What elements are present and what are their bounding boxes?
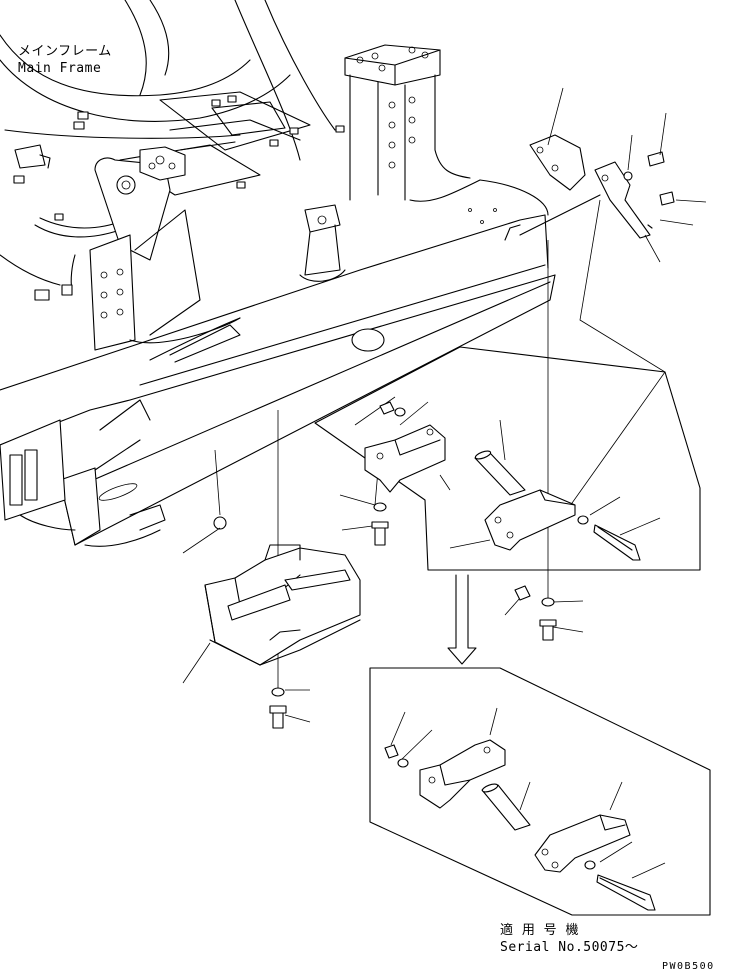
hardware-under-beam [371,502,557,641]
main-frame-label-jp: メインフレーム [18,44,112,59]
main-frame-label-en: Main Frame [18,61,102,76]
serial-label-jp: 適 用 号 機 [500,923,579,938]
drawing-code: PW0B500 [662,961,715,972]
main-frame-drawing [0,0,556,547]
serial-label-en: Serial No.50075～ [500,940,639,955]
leader-lines [182,87,707,879]
detail-box-2 [369,667,711,916]
detail-box-1 [314,346,701,571]
top-bracket-group [519,134,675,239]
down-arrow-icon [447,574,477,665]
lower-cradle-drawing [204,544,361,729]
